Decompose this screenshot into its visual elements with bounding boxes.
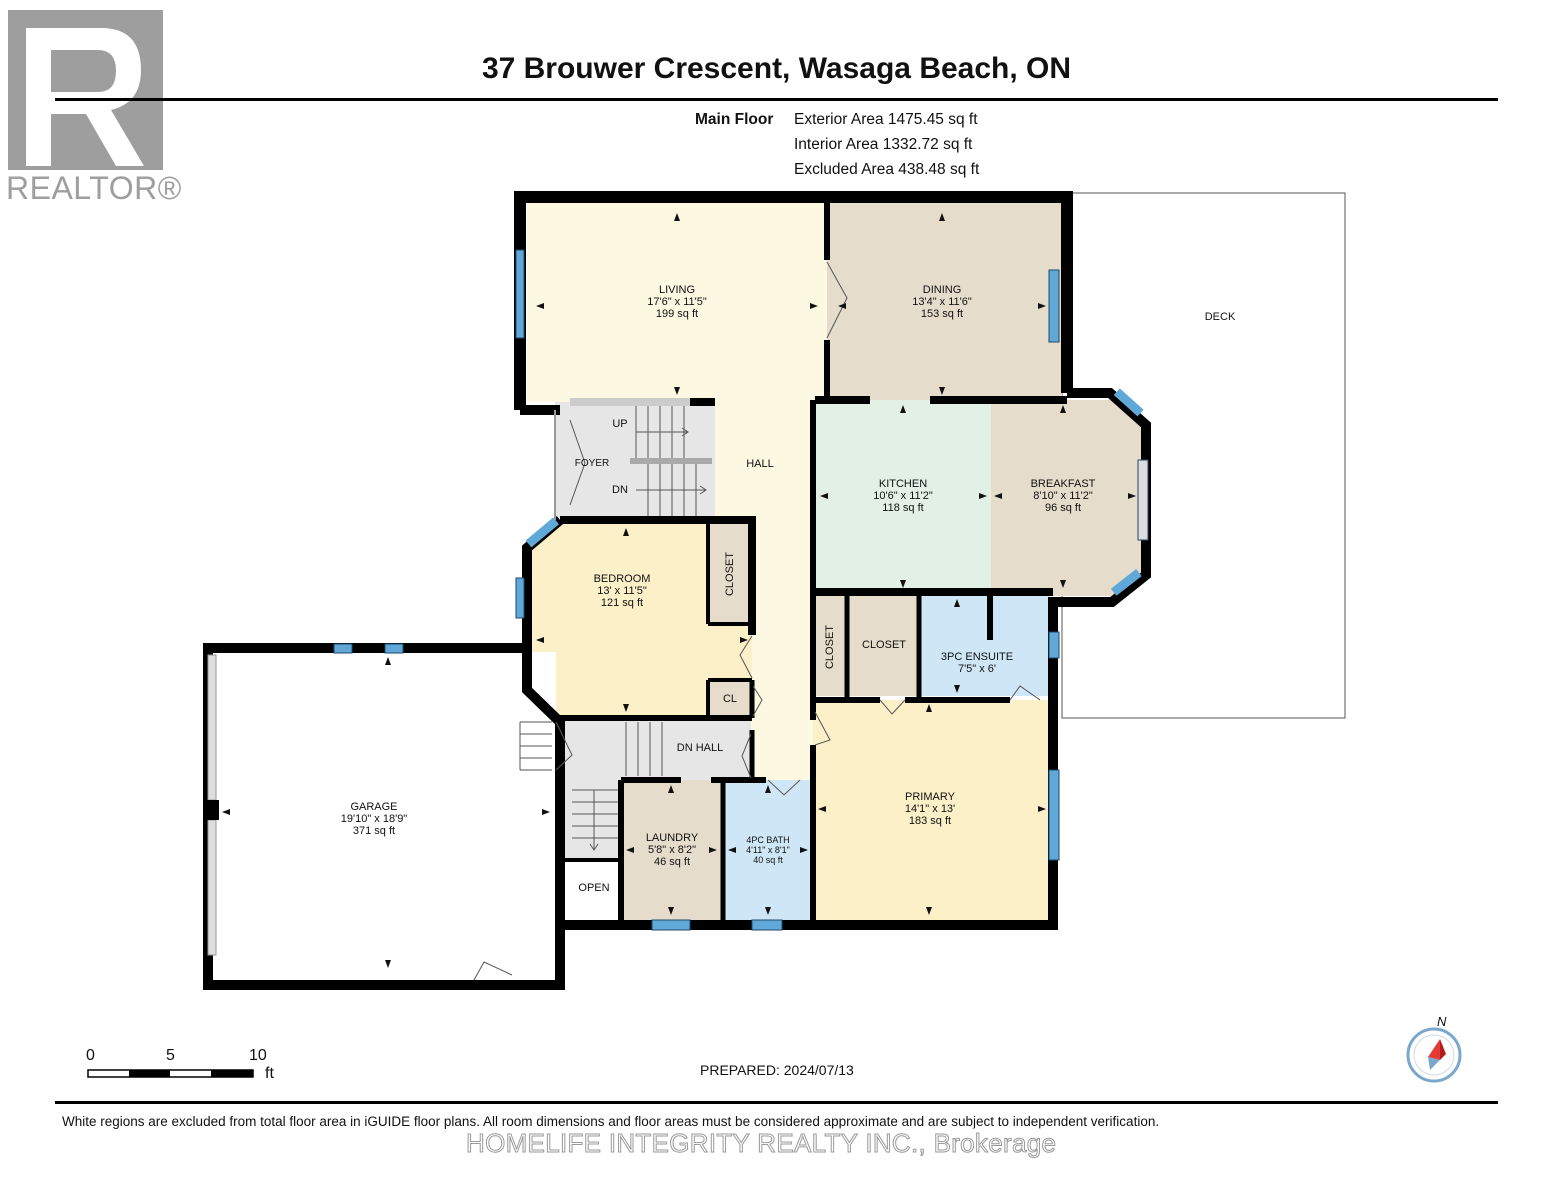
primary-closet [851,596,921,696]
disclaimer: White regions are excluded from total fl… [62,1114,1160,1129]
scale-ten: 10 [249,1047,267,1064]
header-rule [55,98,1498,101]
scale-five: 5 [166,1047,175,1064]
floor-label: Main Floor [695,111,774,128]
breakfast-window-bottom [1110,568,1142,596]
windows [333,249,1149,931]
garage-door-left [207,654,217,801]
scale-zero: 0 [86,1047,95,1064]
footer-rule [55,1101,1498,1104]
foyer-rail [570,398,692,406]
excluded-area: Excluded Area 438.48 sq ft [794,161,980,178]
dn-hall-area [555,718,751,780]
down-stairs-area [560,780,621,860]
compass-north-label: N [1437,1014,1447,1029]
primary-room [813,700,1058,920]
brokerage-watermark: HOMELIFE INTEGRITY REALTY INC., Brokerag… [465,1128,1057,1159]
foyer-stairs [635,405,707,516]
compass-icon [1406,1027,1462,1083]
bedroom-window [525,517,560,548]
breakfast-room [991,400,1146,596]
exterior-area: Exterior Area 1475.45 sq ft [794,111,978,128]
breakfast-window-top [1113,388,1144,417]
dn-hall-stairs [519,721,663,851]
ensuite-room [921,596,1049,696]
bath-room [721,780,813,920]
bedroom-closet [708,524,752,624]
interior-area: Interior Area 1332.72 sq ft [794,136,973,153]
scale-bar [87,1069,254,1078]
kitchen-room [813,400,991,593]
bedroom-room [527,524,752,718]
garage-room [216,652,556,977]
realtor-logo-text: REALTOR® [6,170,182,206]
doors [473,261,1041,981]
realtor-logo [6,8,178,208]
dining-room [827,202,1062,400]
prepared-date: PREPARED: 2024/07/13 [700,1062,854,1078]
laundry-room [621,780,721,920]
scale-unit: ft [265,1065,274,1082]
garage-door-left-2 [207,819,217,956]
dimension-arrows [222,213,1136,968]
garage-post [205,800,219,820]
page-title: 37 Brouwer Crescent, Wasaga Beach, ON [481,52,1072,85]
cl-closet [708,680,752,718]
living-room [527,202,827,402]
stair-divider [630,458,712,464]
realtor-r-logo-icon [8,10,163,170]
